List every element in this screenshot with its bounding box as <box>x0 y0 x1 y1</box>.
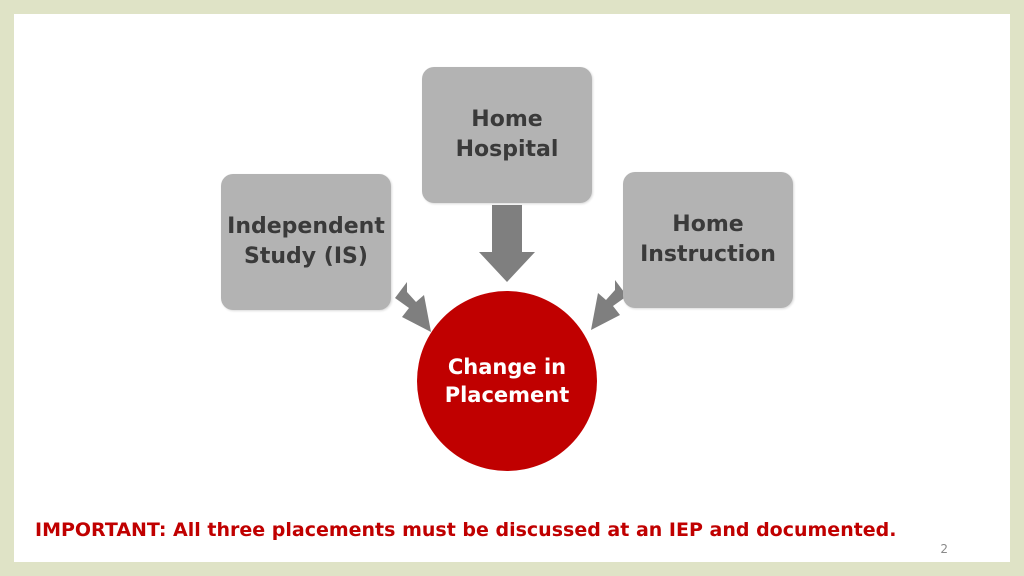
arrow-diagonal-right-icon <box>395 282 431 332</box>
arrow-diagonal-left-icon <box>591 280 627 330</box>
page-number: 2 <box>940 542 948 556</box>
home-instruction-box: Home Instruction <box>623 172 793 308</box>
diagram-arrows <box>395 205 627 332</box>
home-hospital-box: Home Hospital <box>422 67 592 203</box>
home-hospital-label: Home Hospital <box>455 107 559 162</box>
home-instruction-label: Home Instruction <box>640 212 776 267</box>
independent-study-box: Independent Study (IS) <box>221 174 391 310</box>
arrow-down-icon <box>479 205 535 282</box>
important-note: IMPORTANT: All three placements must be … <box>35 519 897 541</box>
change-in-placement-circle: Change in Placement <box>417 291 597 471</box>
slide: Home Hospital Independent Study (IS) Hom… <box>14 14 1010 562</box>
independent-study-label: Independent Study (IS) <box>227 214 385 269</box>
change-in-placement-label: Change in Placement <box>444 355 570 407</box>
